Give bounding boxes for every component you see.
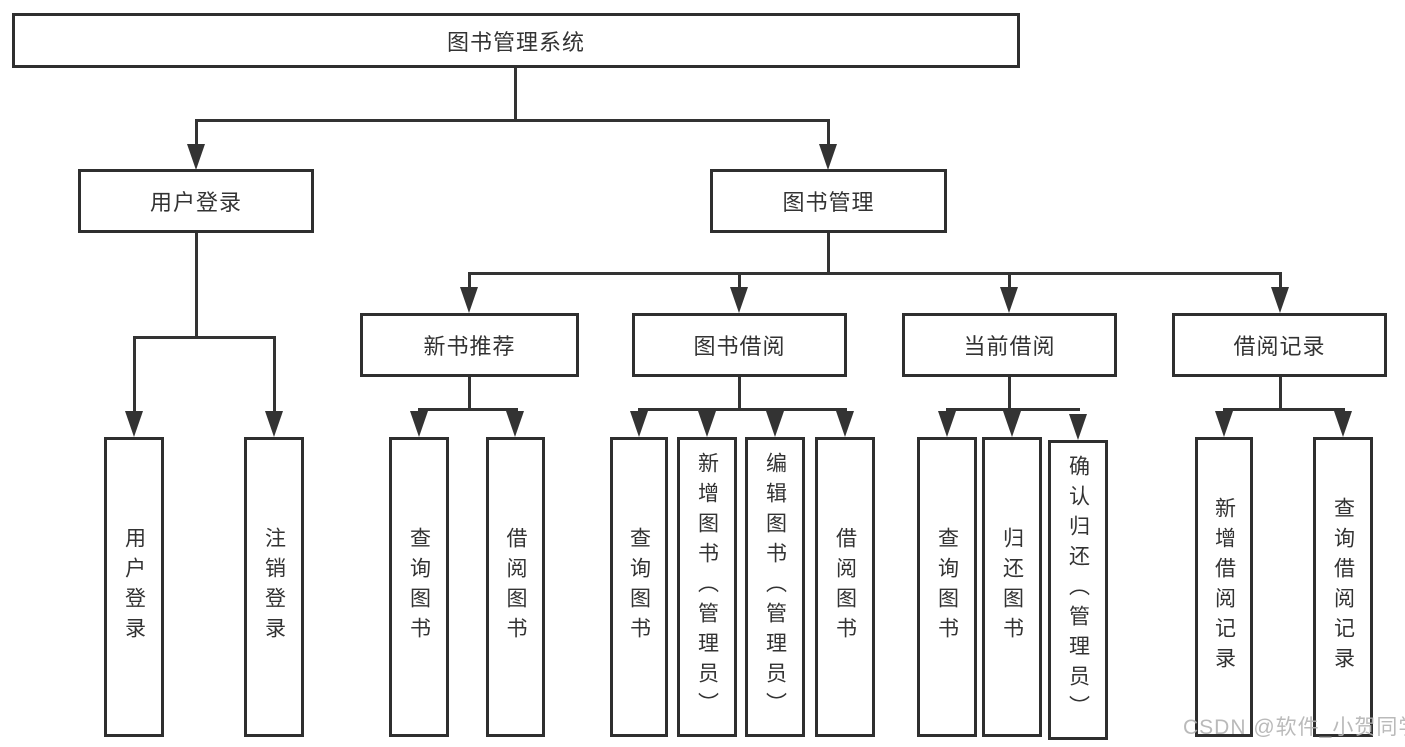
node-leaf-logout: 注销登录: [244, 437, 304, 737]
arrow-down-icon: [125, 411, 143, 437]
connector-line: [133, 336, 276, 339]
arrow-down-icon: [187, 144, 205, 170]
connector-line: [468, 272, 471, 292]
arrow-down-icon: [766, 411, 784, 437]
arrow-down-icon: [836, 411, 854, 437]
connector-line: [133, 336, 136, 414]
node-leaf-confirm-return-admin: 确认归还（管理员）: [1048, 440, 1108, 740]
arrow-down-icon: [1003, 411, 1021, 437]
connector-line: [468, 272, 1282, 275]
connector-line: [827, 119, 830, 151]
connector-line: [195, 119, 830, 122]
node-leaf-add-books-admin: 新增图书（管理员）: [677, 437, 737, 737]
connector-line: [273, 336, 276, 414]
node-user-login: 用户登录: [78, 169, 314, 233]
node-new-book-recommend: 新书推荐: [360, 313, 579, 377]
arrow-down-icon: [819, 144, 837, 170]
connector-line: [1279, 377, 1282, 411]
connector-line: [1223, 408, 1345, 411]
node-leaf-add-borrow-record: 新增借阅记录: [1195, 437, 1253, 737]
connector-line: [738, 377, 741, 411]
arrow-down-icon: [698, 411, 716, 437]
connector-line: [195, 233, 198, 339]
connector-line: [738, 272, 741, 292]
connector-line: [1008, 272, 1011, 292]
connector-line: [1279, 272, 1282, 292]
csdn-watermark: CSDN @软件_小贺同学: [1183, 716, 1405, 739]
node-leaf-query-books-3: 查询图书: [917, 437, 977, 737]
connector-line: [946, 408, 1080, 411]
connector-line: [1008, 377, 1011, 411]
node-leaf-edit-books-admin: 编辑图书（管理员）: [745, 437, 805, 737]
node-leaf-query-books-2: 查询图书: [610, 437, 668, 737]
connector-line: [638, 408, 847, 411]
node-book-borrowing: 图书借阅: [632, 313, 847, 377]
connector-line: [468, 377, 471, 411]
node-leaf-borrow-books-1: 借阅图书: [486, 437, 545, 737]
arrow-down-icon: [1069, 414, 1087, 440]
node-leaf-query-books-1: 查询图书: [389, 437, 449, 737]
connector-line: [195, 119, 198, 151]
node-root: 图书管理系统: [12, 13, 1020, 68]
arrow-down-icon: [410, 411, 428, 437]
arrow-down-icon: [1215, 411, 1233, 437]
node-borrowing-records: 借阅记录: [1172, 313, 1387, 377]
arrow-down-icon: [938, 411, 956, 437]
arrow-down-icon: [730, 287, 748, 313]
arrow-down-icon: [1000, 287, 1018, 313]
connector-line: [418, 408, 518, 411]
arrow-down-icon: [1271, 287, 1289, 313]
node-leaf-query-borrow-record: 查询借阅记录: [1313, 437, 1373, 737]
node-leaf-user-login: 用户登录: [104, 437, 164, 737]
connector-line: [827, 233, 830, 275]
arrow-down-icon: [506, 411, 524, 437]
node-book-management: 图书管理: [710, 169, 947, 233]
node-leaf-borrow-books-2: 借阅图书: [815, 437, 875, 737]
connector-line: [514, 68, 517, 122]
arrow-down-icon: [460, 287, 478, 313]
node-leaf-return-books: 归还图书: [982, 437, 1042, 737]
arrow-down-icon: [265, 411, 283, 437]
arrow-down-icon: [630, 411, 648, 437]
node-current-borrowing: 当前借阅: [902, 313, 1117, 377]
arrow-down-icon: [1334, 411, 1352, 437]
